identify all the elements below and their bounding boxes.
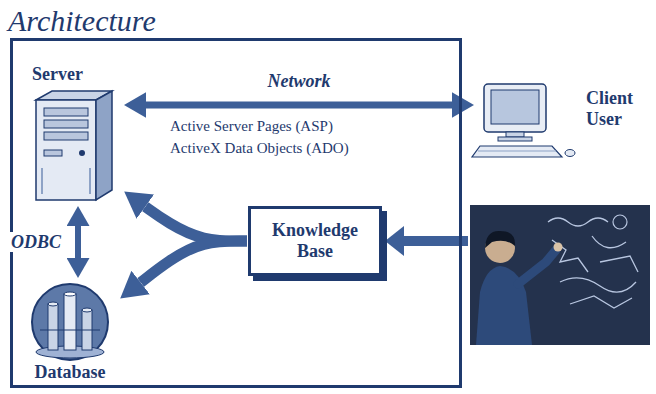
database-dome xyxy=(32,284,108,360)
teacher-photo xyxy=(470,205,650,345)
architecture-frame: ArchitectureServerKnowledge BaseDatabase xyxy=(10,38,462,388)
connector-arrow xyxy=(141,241,247,283)
connector-label: ODBC xyxy=(8,232,64,252)
server-tower xyxy=(36,91,112,200)
server-tower xyxy=(41,168,43,194)
database-dome xyxy=(64,294,76,350)
connector-arrow xyxy=(75,226,81,258)
connector-arrow xyxy=(146,102,452,109)
database-dome xyxy=(48,304,58,350)
server-tower xyxy=(79,150,85,156)
knowledge-base-box: Knowledge Base xyxy=(248,206,382,276)
teacher-photo xyxy=(560,278,636,308)
protocol-label: Active Server Pages (ASP) xyxy=(170,117,333,135)
client-computer xyxy=(472,146,562,157)
client-computer xyxy=(506,132,524,137)
teacher-photo xyxy=(613,215,627,229)
teacher-photo xyxy=(518,250,556,284)
node-text: Architecture xyxy=(8,4,156,38)
server-tower xyxy=(44,132,88,140)
database-dome xyxy=(32,284,108,360)
node-text: Knowledge Base xyxy=(251,220,379,262)
protocol-label: ActiveX Data Objects (ADO) xyxy=(170,139,349,157)
server-tower xyxy=(36,100,96,200)
database-dome xyxy=(64,292,76,296)
teacher-photo xyxy=(552,240,588,272)
teacher-photo xyxy=(470,205,650,345)
node-text: Client User xyxy=(586,88,648,130)
server-node: Server xyxy=(24,64,122,204)
teacher-photo xyxy=(548,218,608,226)
teacher-photo xyxy=(554,243,563,252)
server-tower xyxy=(44,108,88,116)
database-dome xyxy=(48,302,58,306)
input-arrow xyxy=(403,236,468,246)
connector-label: Network xyxy=(265,71,334,91)
server-tower xyxy=(96,91,112,200)
client-node: Client User xyxy=(476,80,650,160)
client-computer xyxy=(491,90,539,124)
client-computer xyxy=(472,84,575,157)
client-computer xyxy=(484,84,546,132)
server-tower xyxy=(44,120,88,128)
database-dome xyxy=(40,330,100,331)
client-computer xyxy=(478,151,556,152)
input-arrow xyxy=(385,226,404,256)
teacher-photo xyxy=(485,231,515,248)
client-computer xyxy=(565,150,575,157)
client-computer xyxy=(498,137,532,141)
database-node: Database xyxy=(22,280,118,382)
database-dome xyxy=(82,308,92,312)
input-arrow xyxy=(385,226,468,256)
server-tower xyxy=(44,150,62,156)
server-tower xyxy=(89,168,91,194)
node-text: Database xyxy=(35,362,106,382)
teacher-photo xyxy=(592,236,638,272)
node-text: Server xyxy=(24,64,83,84)
